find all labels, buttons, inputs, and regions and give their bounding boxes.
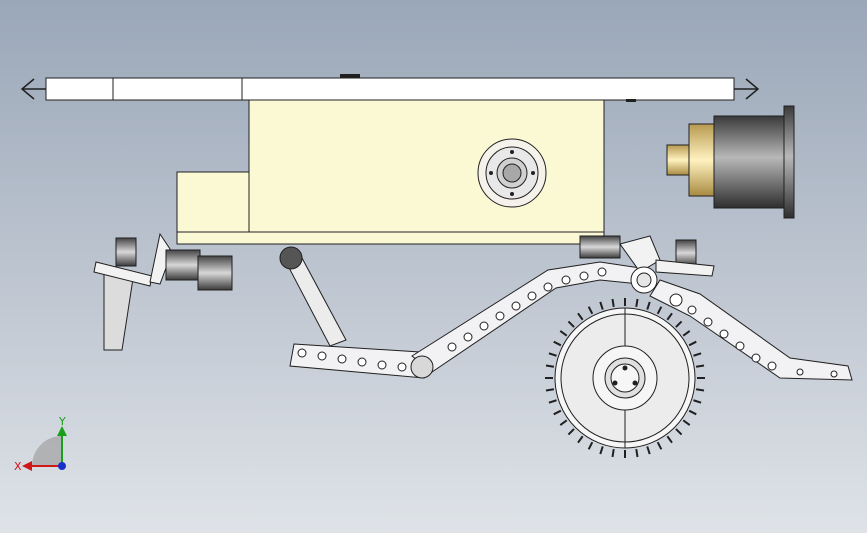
wheel-spike xyxy=(656,441,663,450)
wheel-spike xyxy=(682,419,691,426)
wheel-spike xyxy=(688,340,697,347)
wheel-spike xyxy=(587,441,594,450)
z-axis-dot xyxy=(58,462,66,470)
x-axis-label: X xyxy=(14,460,22,473)
wheel-spike xyxy=(587,306,594,315)
middle-link-arm[interactable] xyxy=(279,246,347,347)
wheel-spike xyxy=(567,320,575,328)
wheel-spike xyxy=(577,435,584,444)
wheel-spike xyxy=(553,409,562,416)
drive-motor[interactable] xyxy=(666,105,795,219)
wheel-spike xyxy=(695,388,705,392)
wheel-spike xyxy=(567,428,575,436)
wheel-spike xyxy=(675,320,683,328)
wheel-spike xyxy=(545,388,555,392)
top-rail[interactable] xyxy=(45,74,735,102)
wheel-spike xyxy=(695,364,705,368)
wheel-spike xyxy=(553,340,562,347)
wheel-spike xyxy=(666,312,673,321)
wheel-spike xyxy=(559,419,568,426)
wheel-spike xyxy=(599,446,604,455)
left-arm-assembly[interactable] xyxy=(93,232,233,351)
wheel-spike xyxy=(646,446,651,455)
wheel-spike xyxy=(548,399,557,404)
bearing-flange[interactable] xyxy=(477,138,547,208)
wheel-spike xyxy=(599,301,604,310)
wheel-spike xyxy=(635,448,639,458)
wheel-spike xyxy=(545,364,555,368)
wheel-spike xyxy=(682,330,691,337)
wheel-spike xyxy=(693,352,702,357)
wheel-spike xyxy=(688,409,697,416)
rail-arrow-left-icon[interactable] xyxy=(20,78,46,100)
coordinate-triad: Y X xyxy=(14,415,67,473)
wheel-spike xyxy=(611,448,615,458)
wheel-spike xyxy=(693,399,702,404)
spiked-wheel[interactable] xyxy=(545,298,705,458)
wheel-spike xyxy=(656,306,663,315)
wheel-spike xyxy=(675,428,683,436)
wheel-spike xyxy=(646,301,651,310)
pivot-gripper[interactable] xyxy=(579,235,715,307)
wheel-spike xyxy=(611,298,615,308)
wheel-spike xyxy=(666,435,673,444)
wheel-spike xyxy=(559,330,568,337)
wheel-spike xyxy=(635,298,639,308)
wheel-spike xyxy=(548,352,557,357)
wheel-spike xyxy=(577,312,584,321)
rail-arrow-right-icon[interactable] xyxy=(734,78,760,100)
y-axis-label: Y xyxy=(58,415,66,428)
